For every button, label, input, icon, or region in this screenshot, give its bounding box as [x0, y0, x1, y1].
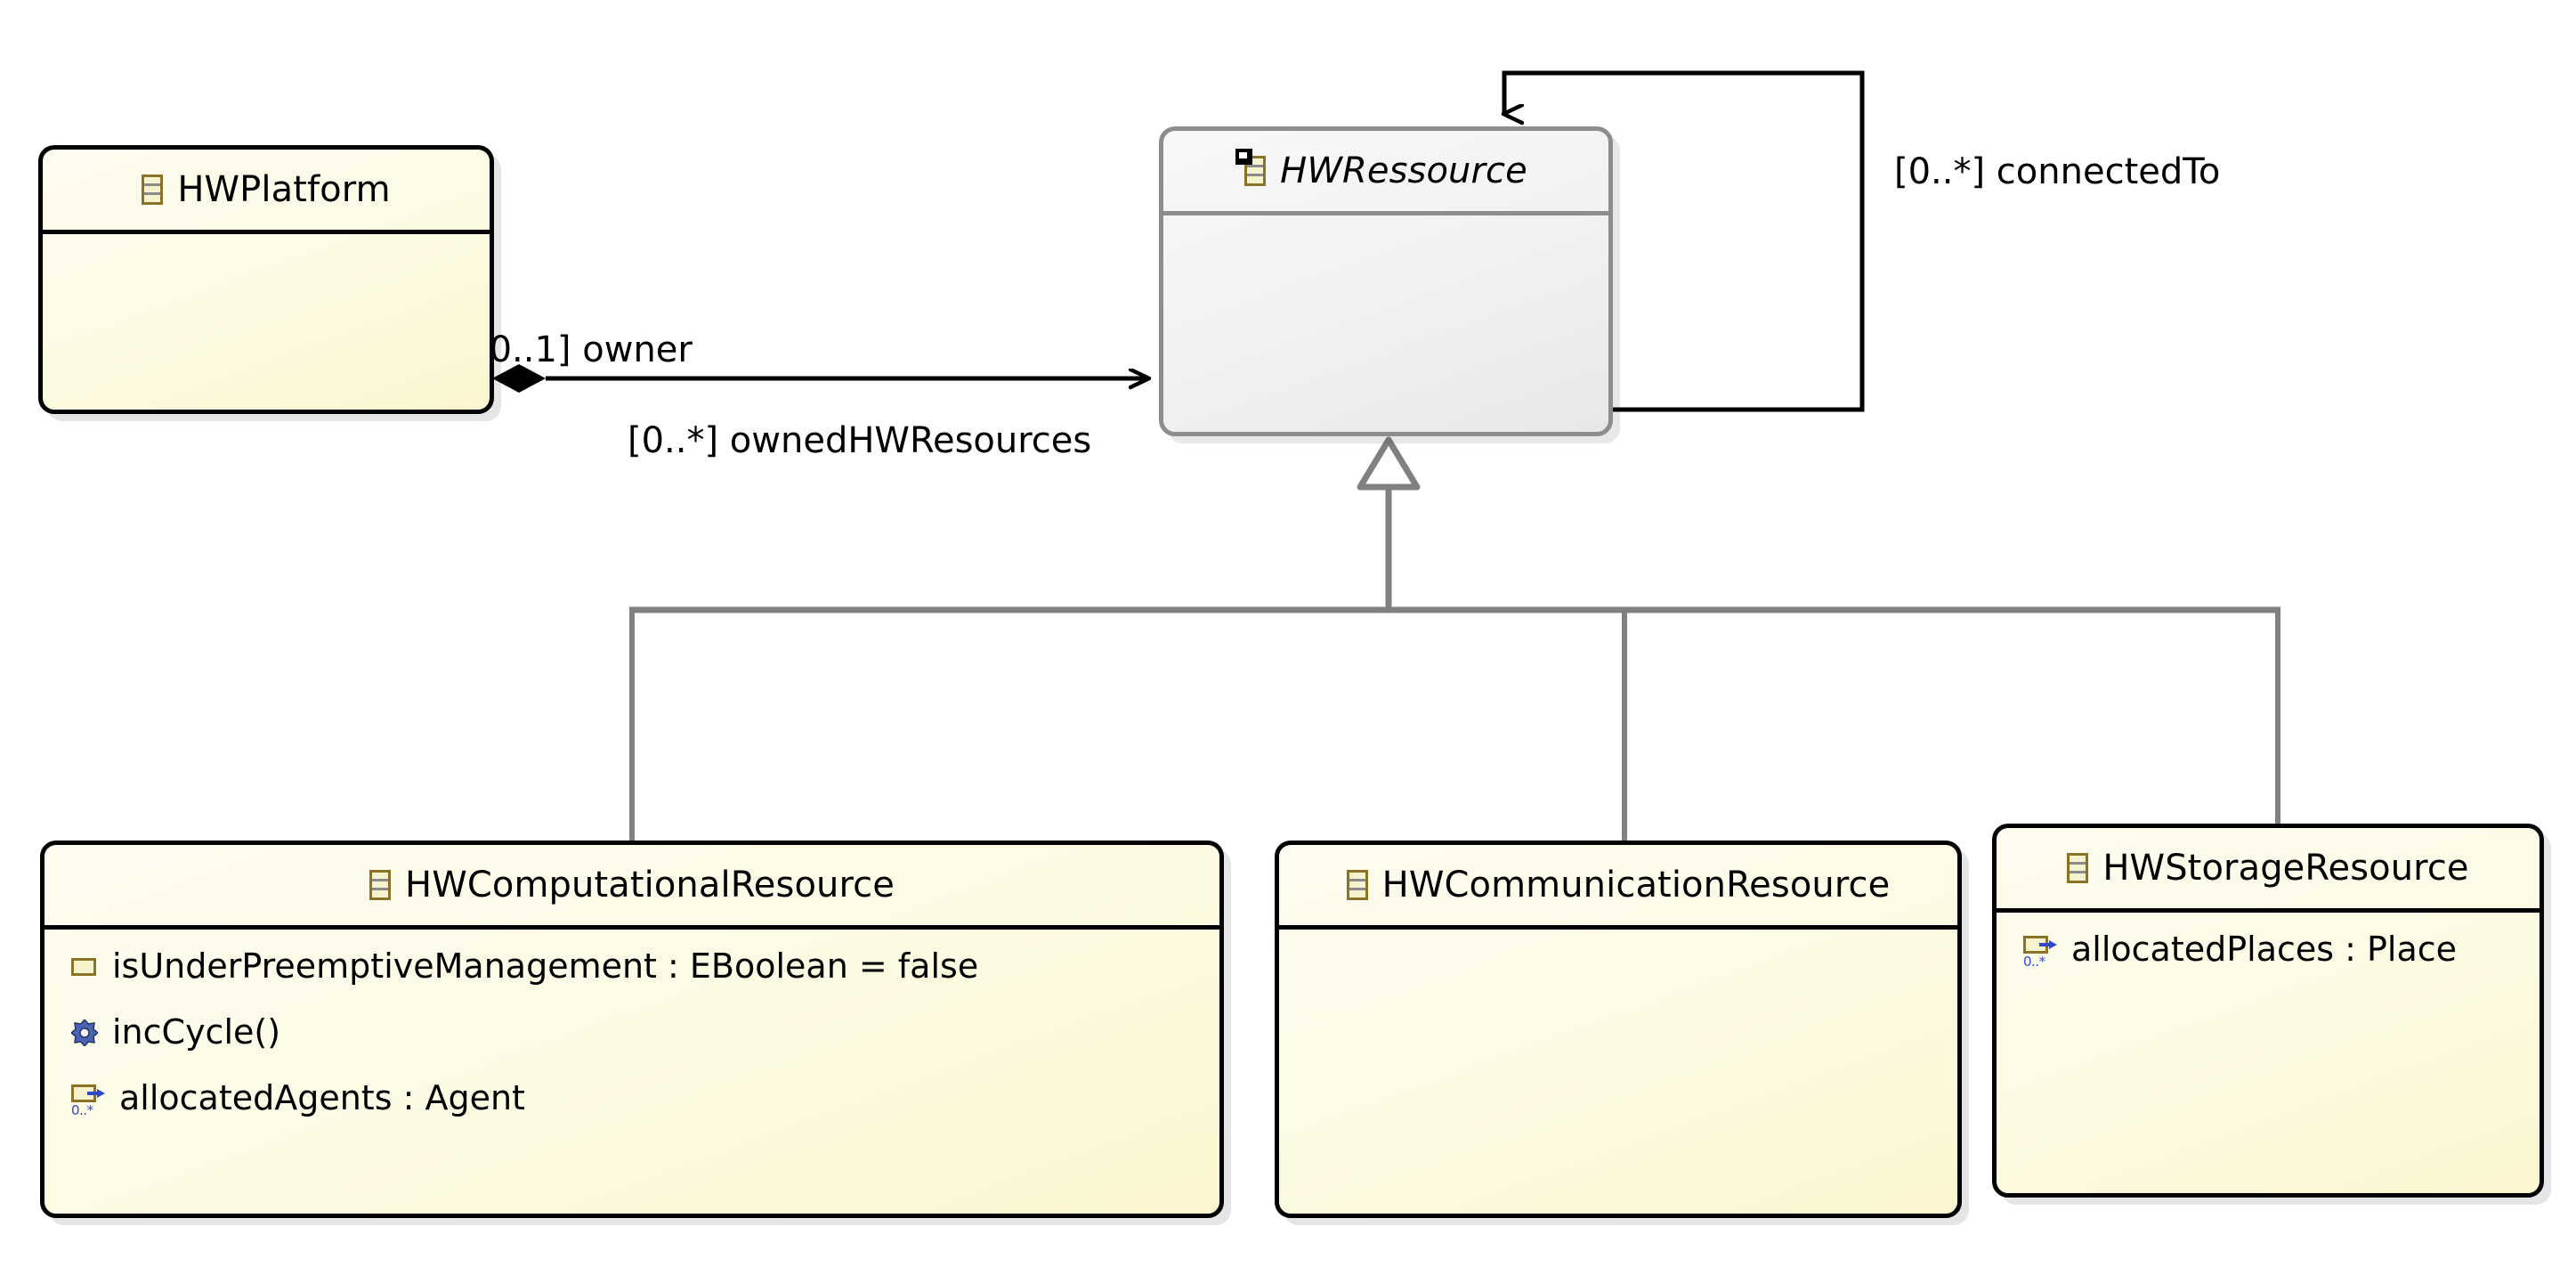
- feature-label: incCycle(): [112, 1012, 281, 1052]
- edge-label-owned-hw-resources: [0..*] ownedHWResources: [628, 420, 1092, 461]
- class-body-hw-storage-resource: 0..* allocatedPlaces : Place: [1997, 913, 2540, 995]
- feature-row[interactable]: incCycle(): [45, 1011, 1219, 1077]
- generalization-triangle: [1357, 436, 1421, 491]
- class-header-hw-ressource: HWRessource: [1163, 131, 1608, 215]
- class-name-hw-platform: HWPlatform: [177, 169, 391, 210]
- class-header-hw-storage-resource: HWStorageResource: [1997, 828, 2540, 913]
- class-name-hw-computational-resource: HWComputationalResource: [405, 865, 895, 906]
- class-body-hw-communication-resource: [1279, 930, 1957, 946]
- composition-diamond: [492, 364, 546, 393]
- edge-self-connected-to[interactable]: [1504, 70, 1865, 412]
- feature-row[interactable]: isUnderPreemptiveManagement : EBoolean =…: [45, 946, 1219, 1011]
- edge-composition-owner[interactable]: [492, 364, 1148, 393]
- reference-icon: 0..*: [71, 1083, 109, 1120]
- reference-multiplicity: 0..*: [71, 1102, 93, 1118]
- class-name-hw-communication-resource: HWCommunicationResource: [1381, 865, 1891, 906]
- class-header-hw-computational-resource: HWComputationalResource: [45, 845, 1219, 930]
- class-box-hw-computational-resource[interactable]: HWComputationalResource isUnderPreemptiv…: [40, 841, 1224, 1218]
- class-name-hw-storage-resource: HWStorageResource: [2102, 848, 2469, 889]
- class-box-hw-platform[interactable]: HWPlatform: [38, 145, 494, 414]
- feature-row[interactable]: 0..* allocatedAgents : Agent: [45, 1077, 1219, 1143]
- edge-label-owner: [0..1] owner: [475, 329, 693, 370]
- feature-row[interactable]: 0..* allocatedPlaces : Place: [1997, 929, 2540, 995]
- reference-icon: 0..*: [2023, 934, 2061, 971]
- class-name-hw-ressource: HWRessource: [1280, 150, 1527, 191]
- eclass-icon: [142, 175, 164, 205]
- class-box-hw-ressource[interactable]: HWRessource: [1159, 126, 1613, 436]
- feature-label: allocatedPlaces : Place: [2071, 930, 2458, 969]
- reference-multiplicity: 0..*: [2023, 954, 2045, 970]
- edge-label-connected-to: [0..*] connectedTo: [1894, 151, 2221, 192]
- edge-generalization-tree[interactable]: [629, 436, 2280, 844]
- eclass-icon: [369, 870, 392, 900]
- class-body-hw-computational-resource: isUnderPreemptiveManagement : EBoolean =…: [45, 930, 1219, 1143]
- eclass-icon: [2067, 853, 2089, 883]
- class-header-hw-platform: HWPlatform: [43, 150, 490, 234]
- eclass-icon: [1346, 870, 1368, 900]
- class-box-hw-communication-resource[interactable]: HWCommunicationResource: [1275, 841, 1962, 1218]
- class-header-hw-communication-resource: HWCommunicationResource: [1279, 845, 1957, 930]
- abstract-badge-icon: [1235, 149, 1253, 165]
- feature-label: allocatedAgents : Agent: [119, 1078, 525, 1117]
- class-body-hw-ressource: [1163, 215, 1608, 231]
- attribute-icon: [71, 958, 96, 976]
- class-box-hw-storage-resource[interactable]: HWStorageResource 0..* allocatedPlaces :…: [1992, 824, 2544, 1198]
- feature-label: isUnderPreemptiveManagement : EBoolean =…: [112, 946, 979, 986]
- operation-icon: [69, 1018, 100, 1048]
- eclass-icon: [1235, 149, 1267, 186]
- class-body-hw-platform: [43, 234, 490, 250]
